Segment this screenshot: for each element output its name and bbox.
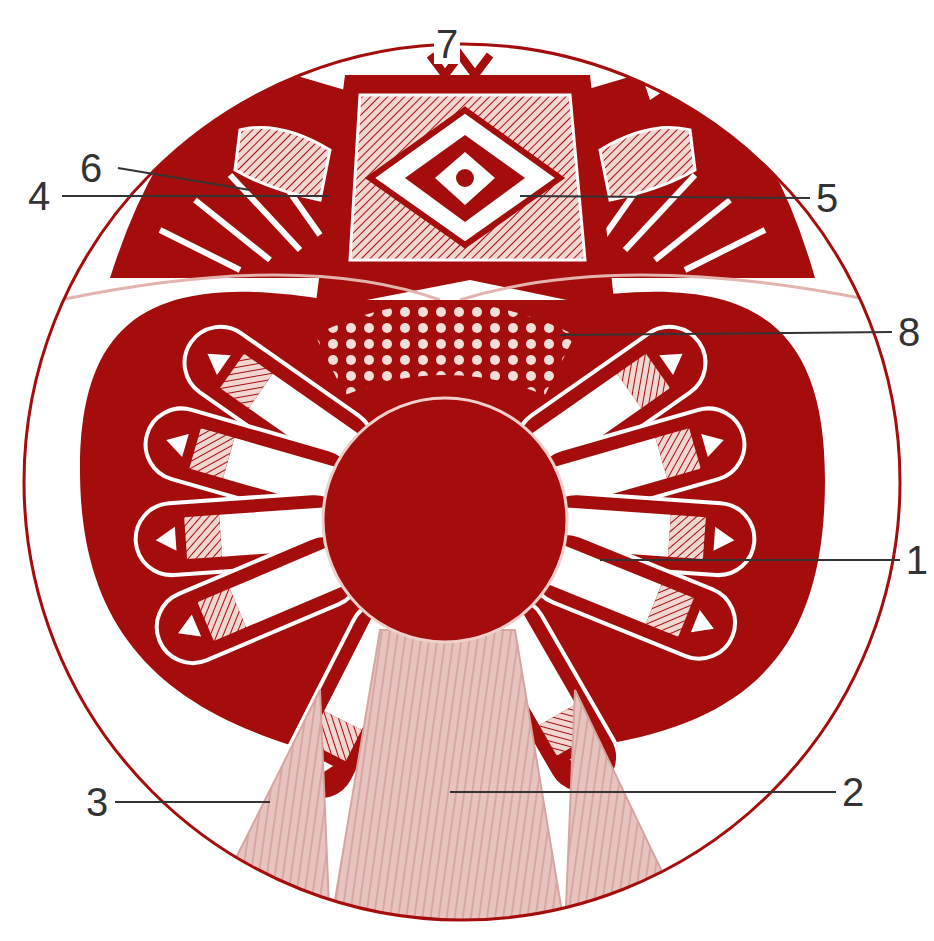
callout-number: 2: [840, 772, 866, 812]
callout-number: 3: [84, 782, 110, 822]
callout-number: 7: [434, 24, 460, 64]
leader-lines: [62, 168, 900, 802]
callout-number: 1: [904, 540, 930, 580]
callout-number: 8: [896, 312, 922, 352]
callout-number: 6: [78, 148, 104, 188]
callout-number: 4: [26, 176, 52, 216]
callout-number: 5: [814, 178, 840, 218]
